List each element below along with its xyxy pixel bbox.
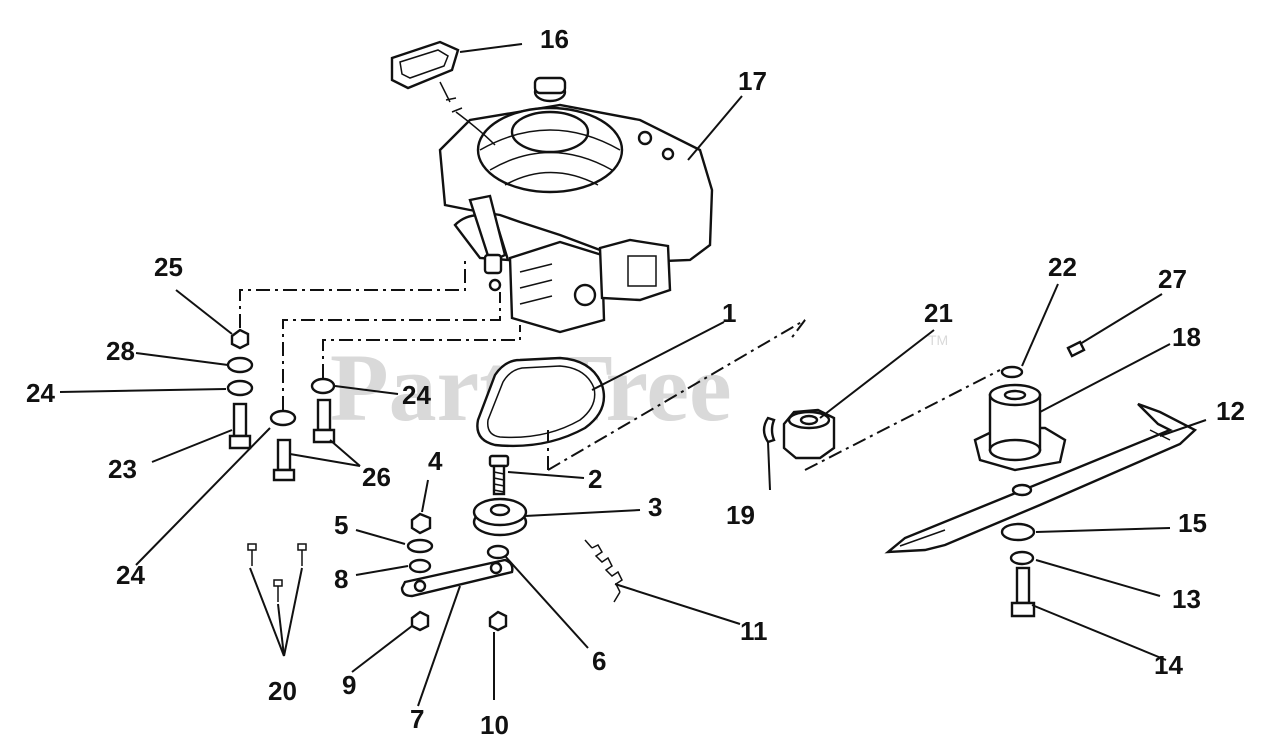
callout-12[interactable]: 12	[1216, 396, 1245, 426]
callout-24-bottom[interactable]: 24	[116, 560, 145, 590]
callout-5[interactable]: 5	[334, 510, 348, 540]
callout-2[interactable]: 2	[588, 464, 602, 494]
callout-25[interactable]: 25	[154, 252, 183, 282]
callout-20[interactable]: 20	[268, 676, 297, 706]
callout-16[interactable]: 16	[540, 24, 569, 54]
hardware-parts	[226, 328, 510, 632]
assembly-lines	[239, 260, 1001, 471]
callout-24-left[interactable]: 24	[26, 378, 55, 408]
callout-22[interactable]: 22	[1048, 252, 1077, 282]
callout-14[interactable]: 14	[1154, 650, 1183, 680]
callout-27[interactable]: 27	[1158, 264, 1187, 294]
pulley-bolt-part[interactable]	[488, 454, 510, 496]
callout-8[interactable]: 8	[334, 564, 348, 594]
callout-21[interactable]: 21	[924, 298, 953, 328]
rope-handle-part[interactable]	[390, 40, 496, 146]
callout-19[interactable]: 19	[726, 500, 755, 530]
belt-part[interactable]	[476, 356, 606, 448]
engine-part[interactable]	[438, 76, 714, 334]
callout-10[interactable]: 10	[480, 710, 509, 740]
callout-11[interactable]: 11	[740, 616, 768, 646]
blade-hub-part[interactable]	[973, 383, 1067, 472]
callout-6[interactable]: 6	[592, 646, 606, 676]
callout-13[interactable]: 13	[1172, 584, 1201, 614]
key-part[interactable]	[762, 416, 776, 444]
leader-lines	[59, 43, 1207, 707]
callout-4[interactable]: 4	[428, 446, 443, 476]
blade-adapter-part[interactable]	[782, 408, 836, 460]
blade-part[interactable]	[884, 402, 1198, 554]
callout-24-right[interactable]: 24	[402, 380, 431, 410]
callout-18[interactable]: 18	[1172, 322, 1201, 352]
callout-1[interactable]: 1	[722, 298, 736, 328]
washer-22-part[interactable]	[1000, 365, 1024, 379]
callout-3[interactable]: 3	[648, 492, 662, 522]
callout-17[interactable]: 17	[738, 66, 767, 96]
idler-arm-part[interactable]	[400, 558, 514, 598]
set-screw-part[interactable]	[1066, 340, 1086, 358]
blade-bolt-hardware[interactable]	[1000, 522, 1036, 618]
callout-7[interactable]: 7	[410, 704, 424, 734]
callout-15[interactable]: 15	[1178, 508, 1207, 538]
callout-28[interactable]: 28	[106, 336, 135, 366]
callout-23[interactable]: 23	[108, 454, 137, 484]
spring-part[interactable]	[584, 539, 623, 603]
watermark-tm: TM	[928, 332, 948, 348]
engine-pulley-part[interactable]	[472, 497, 528, 537]
callout-9[interactable]: 9	[342, 670, 356, 700]
callout-26[interactable]: 26	[362, 462, 391, 492]
callout-labels: 1 2 3 4 5 6 7 8 9 10 11 12 13 14 15 16 1…	[26, 24, 1245, 740]
